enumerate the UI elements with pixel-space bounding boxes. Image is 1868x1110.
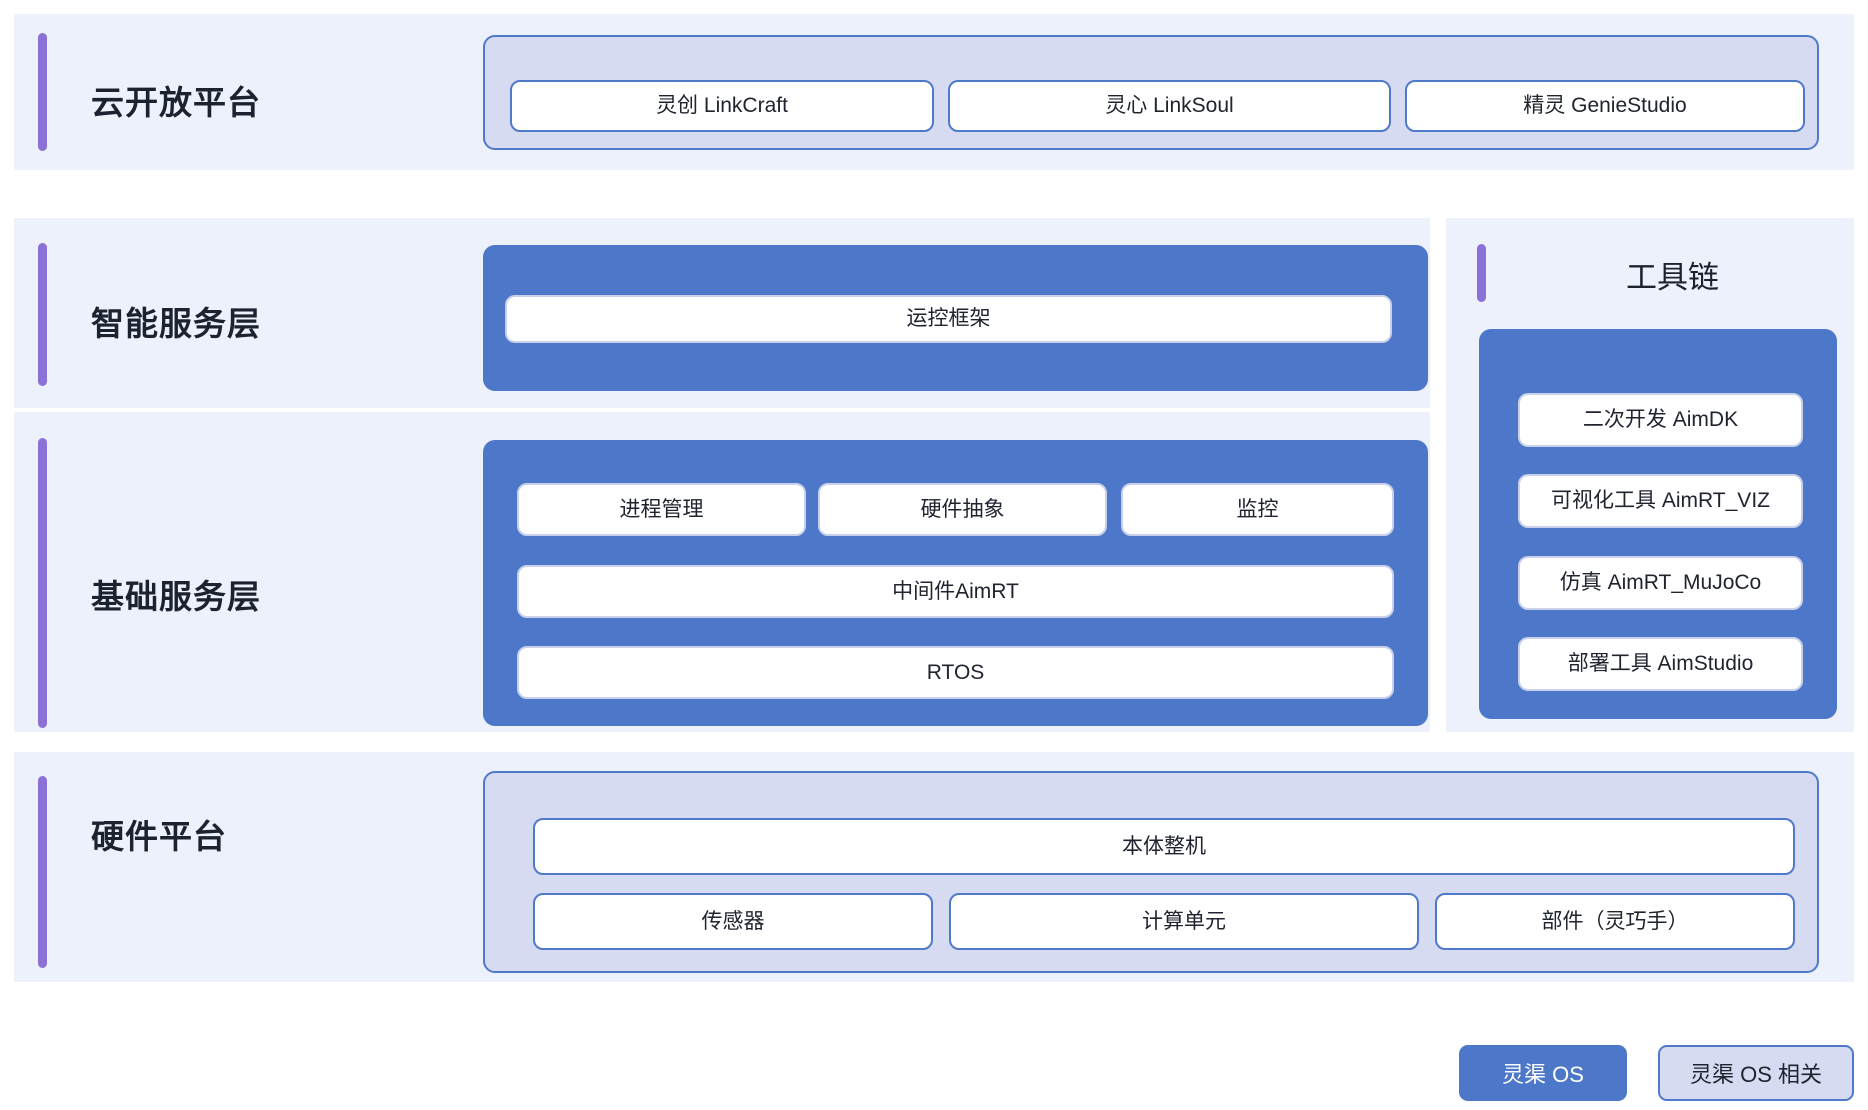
hardware-item-main-machine[interactable]: 本体整机 bbox=[533, 818, 1795, 875]
cloud-item-linkcraft[interactable]: 灵创 LinkCraft bbox=[510, 80, 934, 132]
accent-bar-intelligent-service bbox=[38, 243, 47, 386]
basic-item-rtos[interactable]: RTOS bbox=[517, 646, 1394, 699]
legend-lingqu-os-related: 灵渠 OS 相关 bbox=[1658, 1045, 1854, 1101]
legend-lingqu-os: 灵渠 OS bbox=[1459, 1045, 1627, 1101]
accent-bar-cloud-platform bbox=[38, 33, 47, 151]
toolchain-item-aimrt-viz[interactable]: 可视化工具 AimRT_VIZ bbox=[1518, 474, 1803, 528]
row-label-hardware-platform: 硬件平台 bbox=[91, 818, 227, 855]
toolchain-item-aimstudio[interactable]: 部署工具 AimStudio bbox=[1518, 637, 1803, 691]
basic-item-process-management[interactable]: 进程管理 bbox=[517, 483, 806, 536]
toolchain-title: 工具链 bbox=[1626, 260, 1719, 295]
row-label-cloud-platform: 云开放平台 bbox=[91, 84, 261, 121]
row-label-intelligent-service: 智能服务层 bbox=[91, 305, 261, 342]
basic-item-hardware-abstraction[interactable]: 硬件抽象 bbox=[818, 483, 1107, 536]
toolchain-item-aimrt-mujoco[interactable]: 仿真 AimRT_MuJoCo bbox=[1518, 556, 1803, 610]
accent-bar-hardware-platform bbox=[38, 776, 47, 968]
cloud-item-geniestudio[interactable]: 精灵 GenieStudio bbox=[1405, 80, 1805, 132]
service-item-control-framework[interactable]: 运控框架 bbox=[505, 295, 1392, 343]
toolchain-item-aimdk[interactable]: 二次开发 AimDK bbox=[1518, 393, 1803, 447]
cloud-item-linksoul[interactable]: 灵心 LinkSoul bbox=[948, 80, 1391, 132]
accent-bar-toolchain bbox=[1477, 244, 1486, 302]
hardware-item-compute-unit[interactable]: 计算单元 bbox=[949, 893, 1419, 950]
basic-item-middleware-aimrt[interactable]: 中间件AimRT bbox=[517, 565, 1394, 618]
basic-item-monitoring[interactable]: 监控 bbox=[1121, 483, 1394, 536]
hardware-item-dexterous-hand[interactable]: 部件（灵巧手） bbox=[1435, 893, 1795, 950]
hardware-item-sensor[interactable]: 传感器 bbox=[533, 893, 933, 950]
row-label-basic-service: 基础服务层 bbox=[91, 578, 261, 615]
accent-bar-basic-service bbox=[38, 438, 47, 728]
